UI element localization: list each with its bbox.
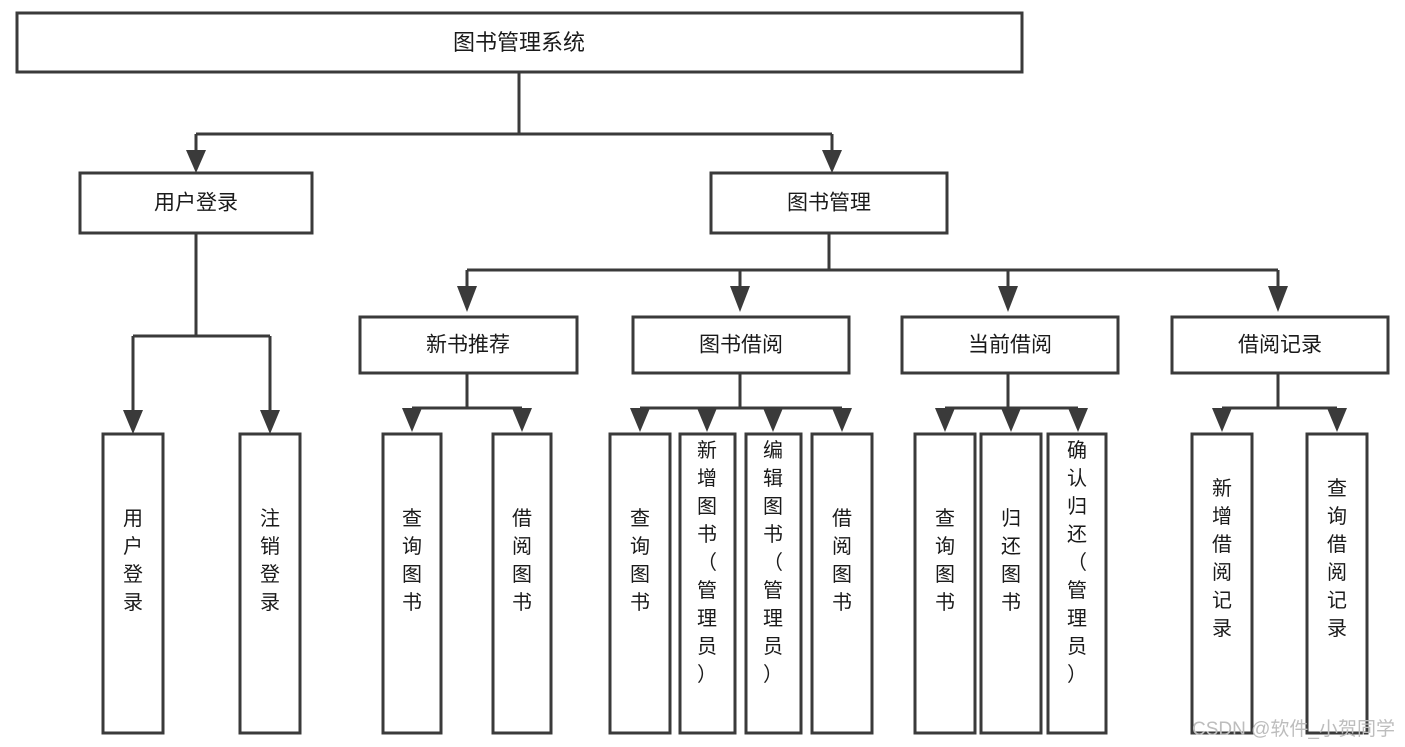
leaf-record-query[interactable]: 查询借阅记录: [1305, 432, 1369, 735]
leaf-borrow-borrow-book-label: 借阅图书: [832, 507, 852, 614]
leaf-user-login-login-label: 用户登录: [123, 508, 143, 614]
node-user-login-label: 用户登录: [154, 192, 238, 215]
leaf-current-return-book-label: 归还图书: [1001, 507, 1021, 614]
arrow-head-icon: [763, 408, 783, 432]
leaf-current-return-book[interactable]: 归还图书: [979, 432, 1043, 735]
arrow-head-icon: [1327, 408, 1347, 432]
arrow-head-icon: [186, 150, 206, 173]
leaf-borrow-edit-book-label: 编辑图书（管理员）: [763, 439, 783, 686]
leaf-current-confirm-return-label: 确认归还（管理员）: [1067, 439, 1087, 686]
leaf-borrow-borrow-book[interactable]: 借阅图书: [810, 432, 874, 735]
leaf-current-confirm-return[interactable]: 确认归还（管理员）: [1046, 432, 1108, 735]
leaf-record-query-label: 查询借阅记录: [1327, 477, 1347, 640]
arrow-head-icon: [730, 286, 750, 312]
leaf-record-add[interactable]: 新增借阅记录: [1190, 432, 1254, 735]
node-borrow-record-label: 借阅记录: [1238, 334, 1322, 357]
connector-borrow-to-leaves: [630, 373, 852, 432]
leaf-user-login-logout[interactable]: 注销登录: [238, 432, 302, 735]
arrow-head-icon: [123, 410, 143, 434]
arrow-head-icon: [512, 408, 532, 432]
node-root[interactable]: 图书管理系统: [15, 11, 1024, 74]
node-book-management-label: 图书管理: [787, 192, 871, 215]
leaf-user-login-login[interactable]: 用户登录: [101, 432, 165, 735]
leaf-current-query-book[interactable]: 查询图书: [913, 432, 977, 735]
leaf-borrow-add-book[interactable]: 新增图书（管理员）: [678, 432, 737, 735]
leaf-new-book-query-label: 查询图书: [402, 507, 422, 614]
node-current-borrow-label: 当前借阅: [968, 334, 1052, 357]
node-user-login[interactable]: 用户登录: [78, 171, 314, 235]
arrow-head-icon: [1001, 408, 1021, 432]
leaf-borrow-query-book-label: 查询图书: [630, 507, 650, 614]
node-book-borrow[interactable]: 图书借阅: [631, 315, 851, 375]
node-root-label: 图书管理系统: [453, 30, 585, 55]
arrow-head-icon: [935, 408, 955, 432]
leaf-record-add-label: 新增借阅记录: [1212, 477, 1232, 640]
connector-userlogin-to-leaves: [123, 233, 280, 434]
csdn-watermark: CSDN @软件_小贺同学: [1192, 718, 1395, 740]
arrow-head-icon: [822, 150, 842, 173]
connector-record-to-leaves: [1212, 373, 1347, 432]
node-book-management[interactable]: 图书管理: [709, 171, 949, 235]
leaf-new-book-borrow[interactable]: 借阅图书: [491, 432, 553, 735]
leaf-new-book-borrow-label: 借阅图书: [512, 507, 532, 614]
leaf-borrow-query-book[interactable]: 查询图书: [608, 432, 672, 735]
leaf-user-login-logout-label: 注销登录: [260, 507, 280, 614]
node-current-borrow[interactable]: 当前借阅: [900, 315, 1120, 375]
node-new-book-recommend[interactable]: 新书推荐: [358, 315, 579, 375]
connector-bookmgmt-to-level2: [457, 233, 1288, 312]
leaf-borrow-add-book-label: 新增图书（管理员）: [697, 439, 717, 686]
arrow-head-icon: [402, 408, 422, 432]
connector-layer: [123, 72, 1347, 434]
connector-root-to-level1: [186, 72, 842, 173]
leaf-borrow-edit-book[interactable]: 编辑图书（管理员）: [744, 432, 803, 735]
connector-newbook-to-leaves: [402, 373, 532, 432]
leaf-new-book-query[interactable]: 查询图书: [381, 432, 443, 735]
arrow-head-icon: [832, 408, 852, 432]
leaf-current-query-book-label: 查询图书: [935, 507, 955, 614]
arrow-head-icon: [1068, 408, 1088, 432]
connector-current-to-leaves: [935, 373, 1088, 432]
arrow-head-icon: [457, 286, 477, 312]
arrow-head-icon: [1268, 286, 1288, 312]
node-book-borrow-label: 图书借阅: [699, 334, 783, 357]
arrow-head-icon: [998, 286, 1018, 312]
arrow-head-icon: [1212, 408, 1232, 432]
arrow-head-icon: [630, 408, 650, 432]
node-borrow-record[interactable]: 借阅记录: [1170, 315, 1390, 375]
arrow-head-icon: [260, 410, 280, 434]
arrow-head-icon: [697, 408, 717, 432]
node-new-book-recommend-label: 新书推荐: [426, 334, 510, 357]
